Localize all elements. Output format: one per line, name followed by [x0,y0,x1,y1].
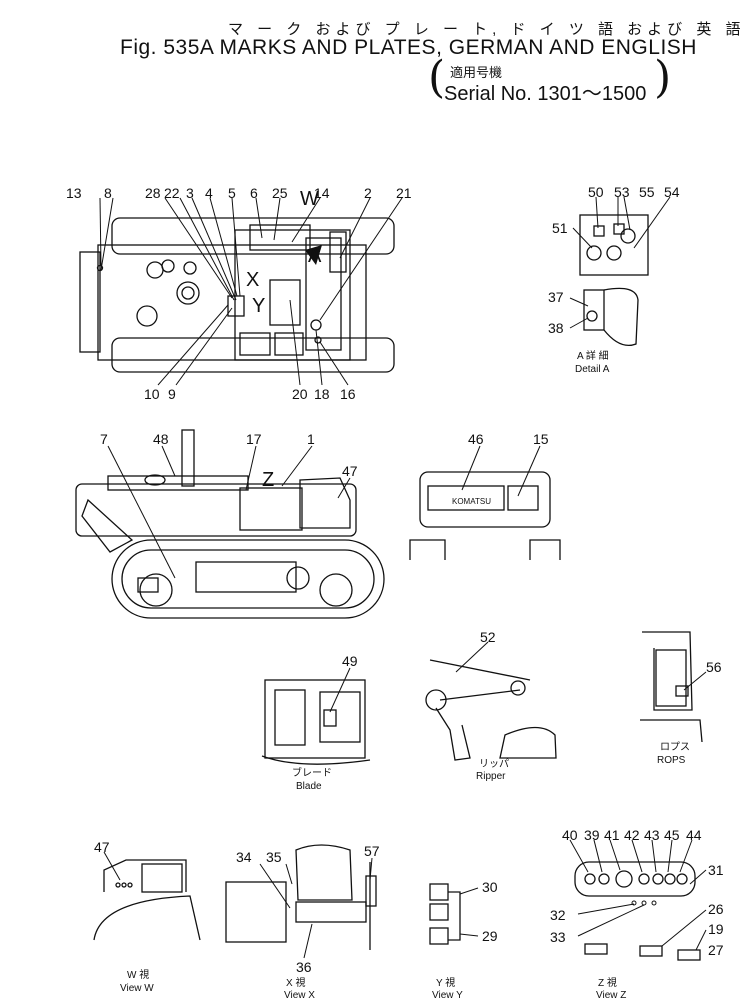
callout-25: 25 [272,185,288,201]
callout-56: 56 [706,659,722,675]
view-w-caption-jp: W 視 [127,968,149,981]
view-arrow-w-label: W [300,188,319,210]
callout-39: 39 [584,827,600,843]
rops-caption-jp: ロプス [660,741,690,753]
callout-38: 38 [548,320,564,336]
view-z-drawing [569,839,707,961]
callout-50: 50 [588,184,604,200]
right-parenthesis: ) [654,52,672,103]
callout-26: 26 [708,901,724,917]
callout-54: 54 [664,184,680,200]
callout-49: 49 [342,653,358,669]
blade-drawing [261,667,371,765]
view-x-drawing [225,844,377,959]
callout-14: 14 [314,185,330,201]
callout-15: 15 [533,431,549,447]
view-w-drawing [93,851,201,941]
ripper-caption-jp: リッパ [479,758,509,770]
callout-20: 20 [292,386,308,402]
callout-34: 34 [236,849,252,865]
callout-45: 45 [664,827,680,843]
callout-5: 5 [228,185,236,201]
callout-27: 27 [708,942,724,958]
serial-number: Serial No. 1301～1500 [444,83,647,105]
detail-a-marker-label: A [308,245,322,267]
callout-40: 40 [562,827,578,843]
callout-7: 7 [100,431,108,447]
callout-33: 33 [550,929,566,945]
callout-9: 9 [168,386,176,402]
title-japanese: マ ー ク および プ レ ー ト, ド イ ツ 語 および 英 語 [228,21,746,38]
view-arrow-z-label: Z [262,469,274,491]
komatsu-plate-text: KOMATSU [452,497,491,506]
callout-18: 18 [314,386,330,402]
rear-view-drawing [409,445,561,560]
callout-42: 42 [624,827,640,843]
ripper-caption-en: Ripper [476,771,506,782]
left-parenthesis: ( [428,52,446,103]
callout-37: 37 [548,289,564,305]
rops-drawing [640,631,707,743]
top-view-drawing [79,197,403,386]
callout-4: 4 [205,185,213,201]
blade-caption-en: Blade [296,781,322,792]
detail-a-caption-jp: A 詳 細 [577,349,609,362]
callout-2: 2 [364,185,372,201]
callout-35: 35 [266,849,282,865]
callout-48: 48 [153,431,169,447]
callout-1: 1 [307,431,315,447]
callout-31: 31 [708,862,724,878]
view-y-drawing [429,883,479,945]
view-w-caption-en: View W [120,983,154,994]
callout-3: 3 [186,185,194,201]
callout-43: 43 [644,827,660,843]
blade-caption-jp: ブレード [292,766,332,779]
view-z-caption-jp: Z 視 [598,976,617,989]
callout-47-view-w: 47 [94,839,110,855]
callout-6: 6 [250,185,258,201]
callout-41: 41 [604,827,620,843]
callout-51: 51 [552,220,568,236]
callout-19: 19 [708,921,724,937]
view-arrow-y-label: Y [252,295,265,317]
callout-10: 10 [144,386,160,402]
callout-47-side: 47 [342,463,358,479]
callout-13: 13 [66,185,82,201]
view-z-caption-en: View Z [596,990,626,1001]
title-english: Fig. 535A MARKS AND PLATES, GERMAN AND E… [120,36,697,59]
callout-16: 16 [340,386,356,402]
callout-57: 57 [364,843,380,859]
rops-caption-en: ROPS [657,755,686,766]
view-y-caption-en: View Y [432,990,463,1001]
view-x-caption-jp: X 視 [286,976,305,989]
callout-29: 29 [482,928,498,944]
callout-53: 53 [614,184,630,200]
callout-44: 44 [686,827,702,843]
callout-8: 8 [104,185,112,201]
serial-label-japanese: 適用号機 [450,65,503,80]
callout-28: 28 [145,185,161,201]
callout-46: 46 [468,431,484,447]
callout-21: 21 [396,185,412,201]
callout-17: 17 [246,431,262,447]
detail-a-caption-en: Detail A [575,364,610,375]
view-x-caption-en: View X [284,990,315,1001]
callout-30: 30 [482,879,498,895]
callout-36: 36 [296,959,312,975]
ripper-drawing [425,641,557,761]
side-view-drawing [75,429,385,619]
callout-55: 55 [639,184,655,200]
detail-a-drawing [569,196,671,347]
callout-32: 32 [550,907,566,923]
callout-52: 52 [480,629,496,645]
view-arrow-x-label: X [246,269,259,291]
callout-22: 22 [164,185,180,201]
view-y-caption-jp: Y 視 [436,976,455,989]
